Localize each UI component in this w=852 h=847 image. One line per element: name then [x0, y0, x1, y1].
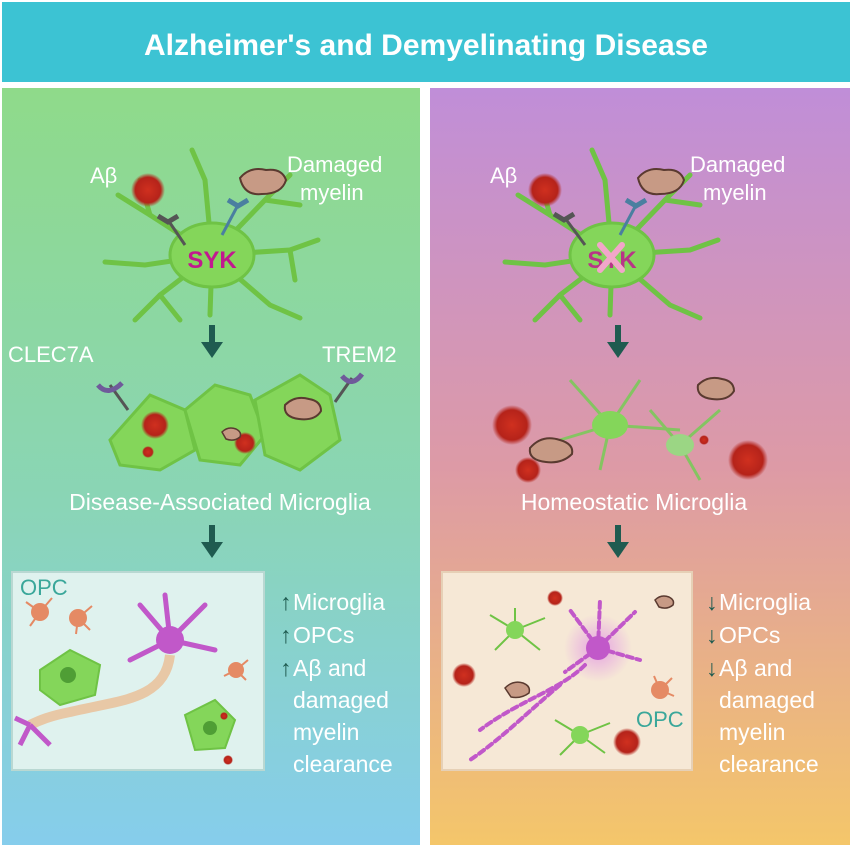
- right-outcome-text-1: OPCs: [719, 622, 780, 648]
- left-outcome-arrow-2: ↑: [280, 655, 292, 681]
- right-outcomes-list: ↓ Microglia ↓ OPCs ↓ Aβ and damaged myel…: [706, 589, 819, 777]
- left-outcome-text-0: Microglia: [293, 589, 385, 615]
- right-outcome-arrow-0: ↓: [706, 589, 718, 615]
- left-down-arrow-2: [201, 525, 223, 558]
- right-inset-box: OPC: [441, 571, 693, 771]
- right-receptor-trem2: [618, 197, 648, 236]
- right-outcome-text-3: damaged: [719, 687, 815, 713]
- figure-title: Alzheimer's and Demyelinating Disease: [144, 29, 708, 62]
- left-syk-label: SYK: [187, 247, 237, 274]
- left-damaged-label-2: myelin: [300, 180, 364, 205]
- right-opc-label: OPC: [636, 707, 684, 732]
- left-trem2-label: TREM2: [322, 342, 397, 367]
- right-abeta-label: Aβ: [490, 163, 517, 188]
- right-receptor-clec7a: [552, 211, 587, 246]
- left-outcomes-list: ↑ Microglia ↑ OPCs ↑ Aβ and damaged myel…: [280, 589, 393, 777]
- right-neuron: [468, 598, 642, 762]
- left-abeta-label: Aβ: [90, 163, 117, 188]
- right-microglia-state: Homeostatic Microglia: [521, 489, 747, 515]
- left-abeta-plaque: [131, 173, 165, 207]
- left-outcome-text-1: OPCs: [293, 622, 354, 648]
- left-outcome-text-4: myelin: [293, 719, 359, 745]
- left-microglia-state: Disease-Associated Microglia: [69, 489, 371, 515]
- right-down-arrow-2: [607, 525, 629, 558]
- right-down-arrow-1: [607, 325, 629, 358]
- left-opc-label: OPC: [20, 575, 68, 600]
- right-damaged-label-2: myelin: [703, 180, 767, 205]
- left-outcome-text-3: damaged: [293, 687, 389, 713]
- right-abeta-plaque: [528, 173, 562, 207]
- left-outcome-arrow-1: ↑: [280, 622, 292, 648]
- left-damaged-label-1: Damaged: [287, 152, 382, 177]
- right-opc-cell: [651, 675, 675, 699]
- left-outcome-text-5: clearance: [293, 751, 393, 777]
- left-neuron: [13, 592, 218, 747]
- left-opc-cells: [25, 597, 249, 681]
- header-bar: [2, 2, 850, 82]
- right-microglia-cells: [489, 608, 611, 756]
- right-syk-blocked-x: [597, 242, 625, 273]
- right-damaged-myelin-icon: [636, 168, 686, 196]
- right-damaged-label-1: Damaged: [690, 152, 785, 177]
- right-outcome-arrow-2: ↓: [706, 655, 718, 681]
- left-clec7a-label: CLEC7A: [8, 342, 94, 367]
- left-receptor-clec7a: [156, 213, 187, 246]
- left-top-microglia: [102, 147, 321, 323]
- right-outcome-text-4: myelin: [719, 719, 785, 745]
- left-outcome-arrow-0: ↑: [280, 589, 292, 615]
- left-receptor-trem2: [220, 197, 250, 236]
- left-inset-box: OPC: [11, 571, 265, 771]
- right-outcome-text-0: Microglia: [719, 589, 811, 615]
- right-outcome-text-5: clearance: [719, 751, 819, 777]
- left-down-arrow-1: [201, 325, 223, 358]
- right-homeostatic-cluster: [492, 376, 768, 483]
- left-damaged-myelin-icon: [238, 168, 288, 196]
- left-microglia-cells: [39, 648, 237, 765]
- left-outcome-text-2: Aβ and: [293, 655, 366, 681]
- right-outcome-arrow-1: ↓: [706, 622, 718, 648]
- left-dam-cluster: [96, 372, 365, 472]
- right-outcome-text-2: Aβ and: [719, 655, 792, 681]
